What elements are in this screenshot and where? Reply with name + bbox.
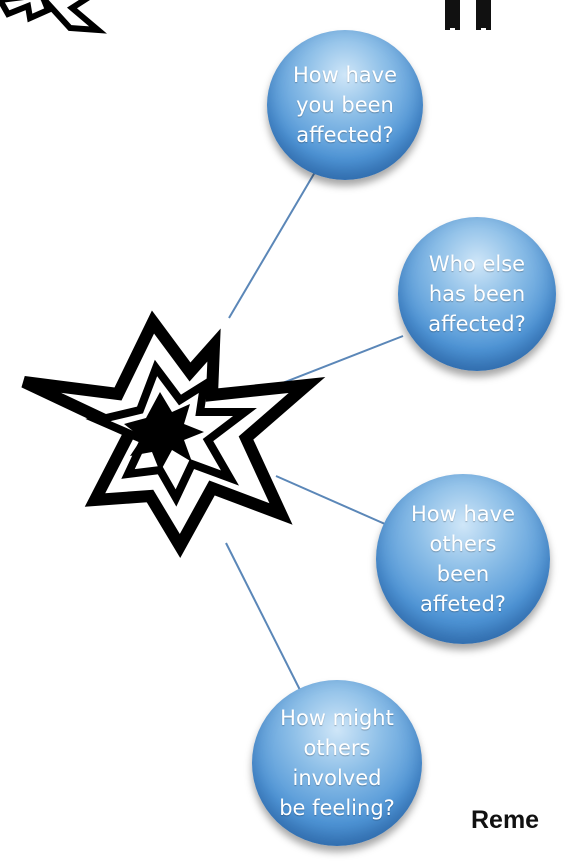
bubble-text: How have you been affected?: [292, 63, 397, 147]
question-bubble-affected-you: How have you been affected?: [267, 30, 423, 180]
corner-starburst-icon: [0, 0, 107, 34]
question-bubble-who-else: Who else has been affected?: [398, 217, 556, 371]
connector-2: [279, 335, 404, 385]
bubble-text: Who else has been affected?: [428, 252, 526, 336]
bubble-text: How might others involved be feeling?: [279, 706, 395, 820]
footer-text: Reme: [471, 806, 540, 834]
explosion-starburst-icon: [21, 310, 326, 559]
connector-1: [228, 166, 319, 319]
connector-4: [225, 542, 303, 695]
question-bubble-others-feeling: How might others involved be feeling?: [252, 680, 422, 846]
connector-3: [275, 475, 386, 525]
connector-lines: [225, 166, 404, 695]
people-icon: [445, 0, 491, 30]
question-bubble-others-affected: How have others been affeted?: [376, 474, 550, 644]
bubble-text: How have others been affeted?: [410, 502, 515, 616]
